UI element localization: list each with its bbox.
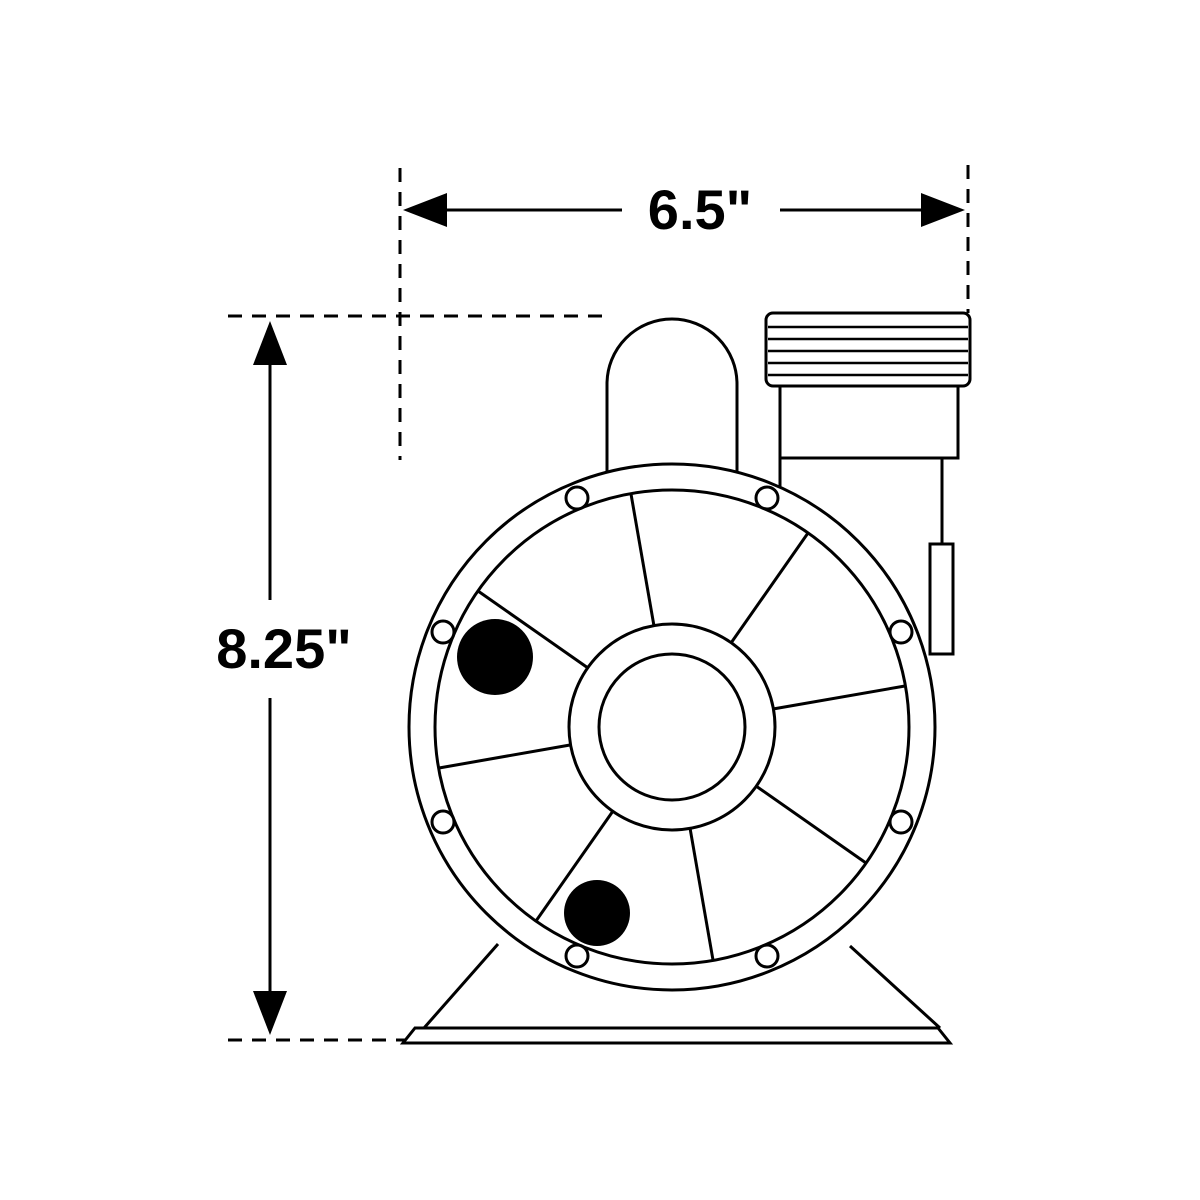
bolt-holes (430, 485, 914, 969)
rib (438, 743, 571, 770)
right-arrowhead-icon (921, 193, 965, 227)
port-dot-bottom (564, 880, 630, 946)
hub-inner-circle (597, 652, 747, 802)
vertical-dimension: 8.25" (216, 314, 604, 1042)
rib (755, 784, 867, 865)
bolt-hole (564, 485, 590, 511)
threaded-fitting (764, 311, 972, 656)
stand-right-leg (848, 944, 942, 1030)
bolt-hole (754, 485, 780, 511)
bolt-hole (888, 809, 914, 835)
discharge-pipe-stub (605, 317, 739, 480)
fitting-side-tab (928, 542, 955, 656)
down-arrowhead-icon (253, 991, 287, 1035)
fitting-collar (778, 384, 960, 460)
up-arrowhead-icon (253, 321, 287, 365)
volute-inner-circle (433, 488, 911, 966)
bolt-hole (888, 619, 914, 645)
left-arrowhead-icon (403, 193, 447, 227)
rib (688, 827, 715, 961)
bolt-hole (430, 619, 456, 645)
stand-left-leg (422, 943, 500, 1029)
bolt-hole (430, 809, 456, 835)
height-dimension-label: 8.25" (216, 617, 352, 680)
face-ribs (438, 493, 906, 961)
port-dot-left (457, 619, 533, 695)
rib (629, 493, 656, 627)
horizontal-dimension: 6.5" (398, 165, 970, 460)
width-dimension-label: 6.5" (648, 178, 752, 241)
rib (534, 810, 615, 922)
rib (729, 532, 810, 644)
pump-drawing (399, 311, 972, 1045)
bolt-hole (564, 943, 590, 969)
bolt-hole (754, 943, 780, 969)
base-plate (399, 1026, 954, 1045)
rib (772, 684, 906, 711)
rib (477, 589, 589, 670)
base-stand (399, 943, 954, 1045)
